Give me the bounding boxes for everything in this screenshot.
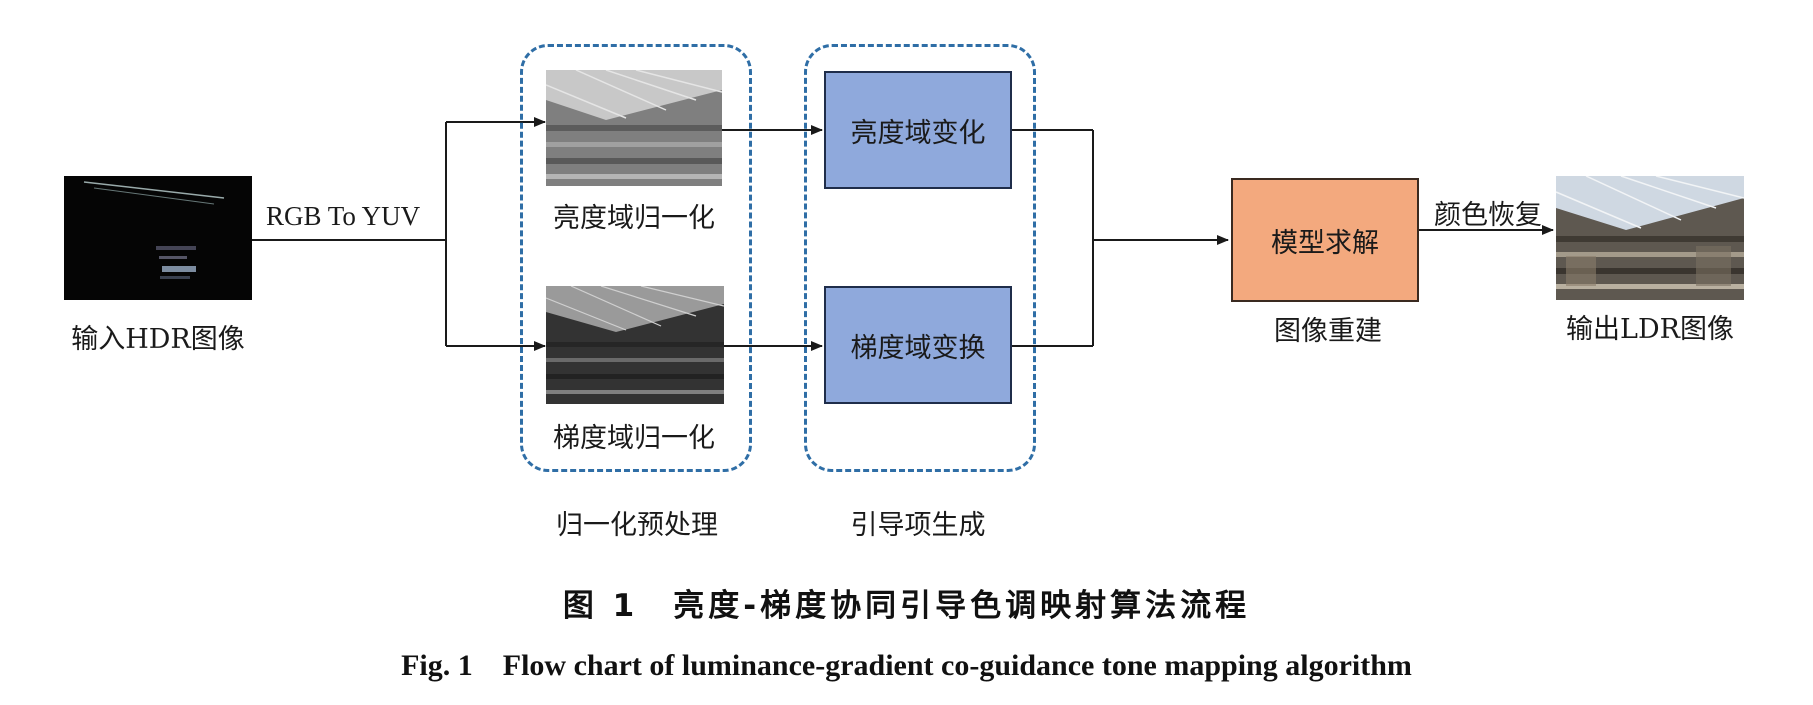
figure-caption-english: Fig. 1 Flow chart of luminance-gradient … (401, 649, 1412, 682)
gradient-norm-image (546, 286, 724, 404)
input-image-drawing (83, 181, 225, 279)
gradient-transform-label: 梯度域变换 (850, 332, 986, 364)
luminance-transform-box: 亮度域变化 (824, 71, 1012, 189)
luminance-image-drawing (546, 70, 722, 186)
normalization-group-label: 归一化预处理 (556, 510, 718, 541)
luminance-norm-image (546, 70, 722, 186)
output-ldr-image (1556, 176, 1744, 300)
figure-caption-chinese: 图 1 亮度-梯度协同引导色调映射算法流程 (562, 588, 1251, 624)
guidance-group (804, 44, 1036, 472)
color-recovery-label: 颜色恢复 (1434, 200, 1542, 231)
luminance-transform-label: 亮度域变化 (850, 117, 986, 149)
gradient-transform-box: 梯度域变换 (824, 286, 1012, 404)
model-solve-label: 模型求解 (1271, 227, 1379, 259)
input-label: 输入HDR图像 (71, 324, 245, 355)
input-hdr-image (64, 176, 252, 300)
conversion-label: RGB To YUV (266, 201, 421, 231)
gradient-image-drawing (546, 286, 724, 404)
normalization-group (520, 44, 752, 472)
guidance-group-label: 引导项生成 (850, 510, 986, 541)
output-label: 输出LDR图像 (1566, 314, 1734, 345)
model-solve-box: 模型求解 (1231, 178, 1419, 302)
output-image-drawing (1556, 176, 1744, 300)
luminance-norm-label: 亮度域归一化 (553, 203, 715, 234)
gradient-norm-label: 梯度域归一化 (553, 423, 715, 454)
reconstruction-label: 图像重建 (1274, 316, 1382, 347)
